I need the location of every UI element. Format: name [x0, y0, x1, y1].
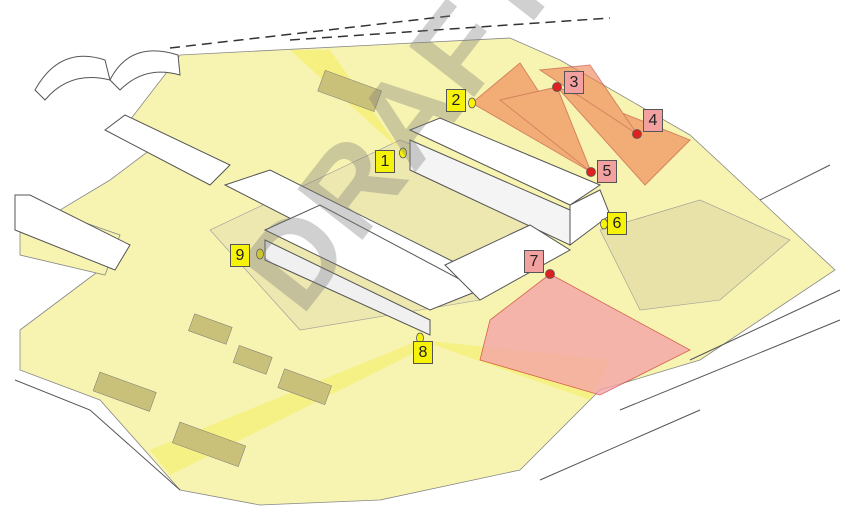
- camera-markers: [256, 82, 642, 344]
- hangars: [34, 50, 181, 101]
- camera-7-marker: [545, 269, 555, 279]
- camera-1-marker: [399, 147, 407, 159]
- camera-label-5: 5: [597, 160, 617, 183]
- camera-label-8: 8: [413, 341, 433, 364]
- parked-cars: [92, 70, 382, 467]
- camera-label-2: 2: [446, 89, 466, 112]
- camera-2-marker: [468, 97, 476, 109]
- camera-label-3: 3: [564, 71, 584, 94]
- camera-5-marker: [586, 167, 596, 177]
- camera-label-9: 9: [230, 244, 250, 267]
- roundabout-area: [599, 199, 791, 311]
- roads: [14, 164, 841, 491]
- site-boundary: [169, 15, 611, 49]
- camera-label-1: 1: [375, 150, 395, 173]
- camera-3-marker: [552, 82, 562, 92]
- camera-label-6: 6: [607, 212, 627, 235]
- camera-7-zone: [479, 273, 691, 396]
- camera-9-marker: [256, 248, 264, 260]
- camera-label-4: 4: [643, 109, 663, 132]
- camera-4-marker: [632, 129, 642, 139]
- camera-label-7: 7: [524, 250, 544, 273]
- buildings: [14, 114, 611, 336]
